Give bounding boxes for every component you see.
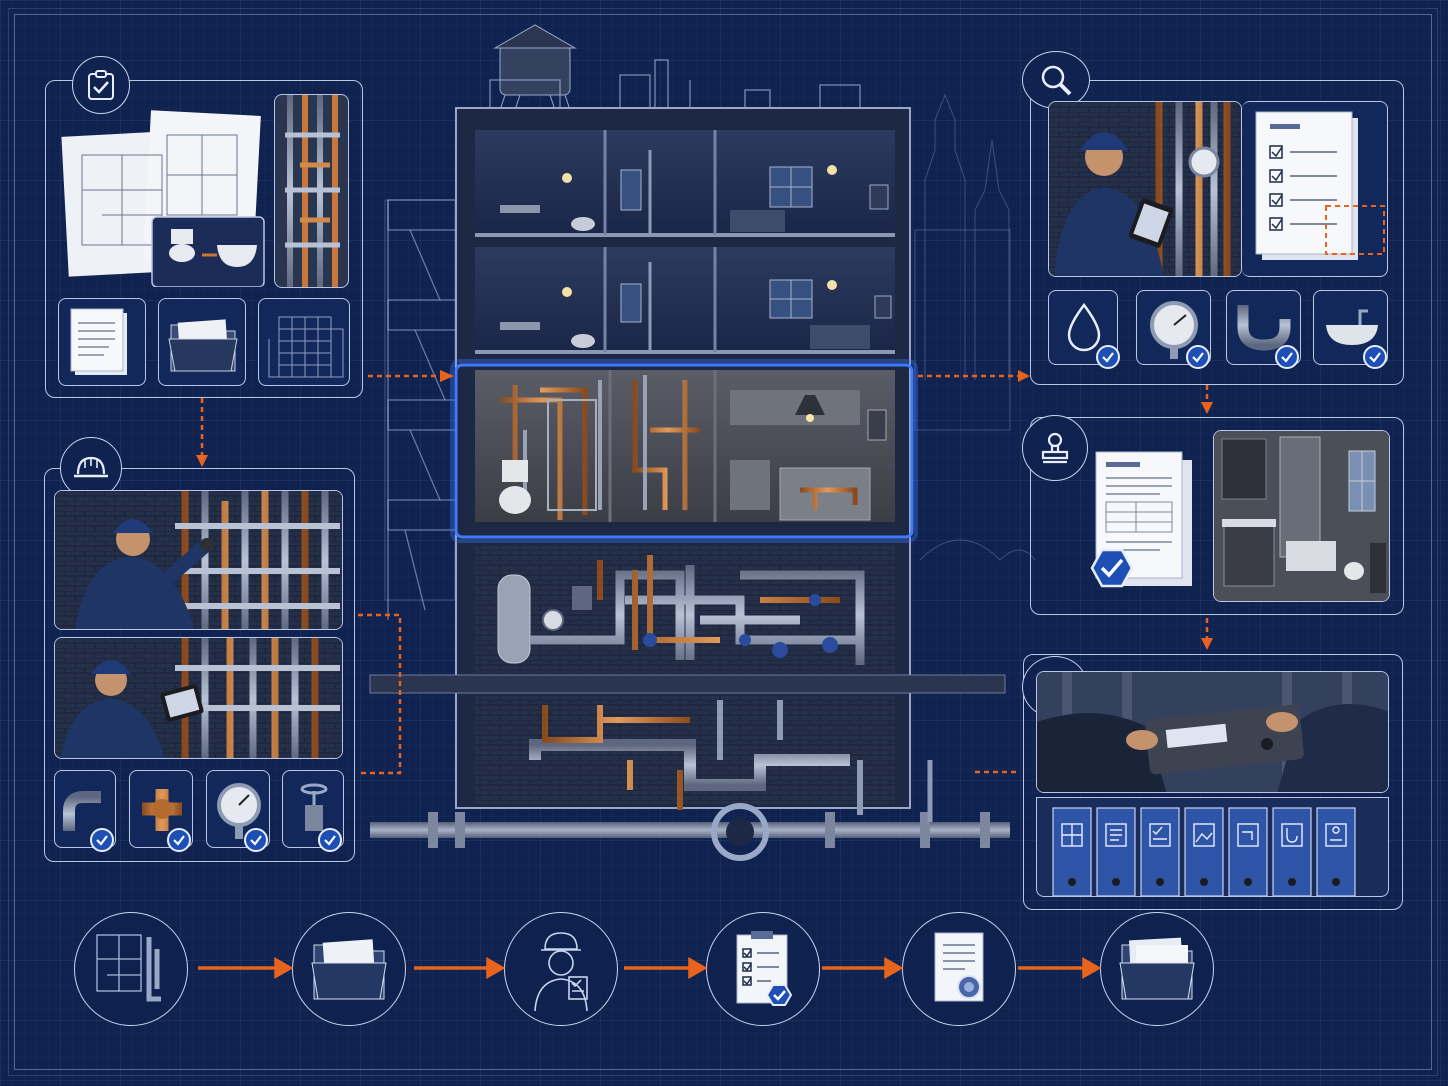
pressure-gauge-icon [217,783,261,839]
check-icon [90,828,114,852]
trap-binder-icon [1281,823,1303,847]
binder-row [1036,797,1389,897]
pipe-riser-photo[interactable] [274,94,349,288]
elbow-fitting-icon [63,791,101,831]
magnifier-icon [1022,51,1090,109]
sink-icon [1326,309,1378,345]
folder-icon[interactable] [158,298,246,386]
stamp-binder-icon [1325,823,1347,847]
clipboard-check-icon [72,56,130,114]
inspector-clipboard-icon [534,932,588,1012]
check-icon [1096,345,1120,369]
step-archive[interactable] [1100,912,1214,1026]
water-drop-icon [1067,302,1101,352]
faucet-binder-icon [1237,823,1259,847]
archive-folder-icon [1119,937,1195,1000]
document-binder-icon [1105,823,1127,847]
building-drawing-icon[interactable] [258,298,350,386]
binder-handover-photo[interactable] [1036,671,1389,793]
step-certificate[interactable] [902,912,1016,1026]
check-icon [1363,345,1387,369]
step-blueprint[interactable] [74,912,188,1026]
stamp-icon [1022,415,1088,481]
certificate-icon [934,932,984,1002]
image-binder-icon [1193,823,1215,847]
inspection-panel [1030,80,1404,385]
approval-panel [1030,417,1404,615]
step-file-folder[interactable] [292,912,406,1026]
inner-border [14,14,1432,1070]
step-inspector[interactable] [504,912,618,1026]
check-icon [167,828,191,852]
inspection-checklist[interactable] [1242,101,1388,277]
approved-permit-document[interactable] [1080,446,1200,596]
checklist-binder-icon [1149,823,1171,847]
check-icon [1186,345,1210,369]
handover-panel [1023,654,1403,910]
blueprint-icon [96,934,161,1002]
drain-trap-tile[interactable] [1226,290,1301,365]
finished-bathroom-photo[interactable] [1213,430,1390,602]
document-stack-icon[interactable] [58,298,146,386]
floor-plan-sheets[interactable] [57,95,267,287]
check-icon [1275,345,1299,369]
checklist-approved-icon [736,931,793,1006]
outer-border [8,8,1438,1076]
plans-panel [45,80,363,398]
check-icon [318,828,342,852]
step-checklist[interactable] [706,912,820,1026]
inspector-with-tablet[interactable] [1048,101,1242,277]
check-icon [244,828,268,852]
pressure-gauge-icon [1150,301,1198,359]
copper-cross-fitting-icon [142,789,182,831]
installation-panel [44,468,355,862]
plumber-with-tablet[interactable] [54,637,343,759]
plumber-installing-pipes[interactable] [54,490,343,630]
gate-valve-icon [289,783,339,831]
p-trap-icon [1237,305,1291,351]
file-folder-icon [311,939,387,1000]
